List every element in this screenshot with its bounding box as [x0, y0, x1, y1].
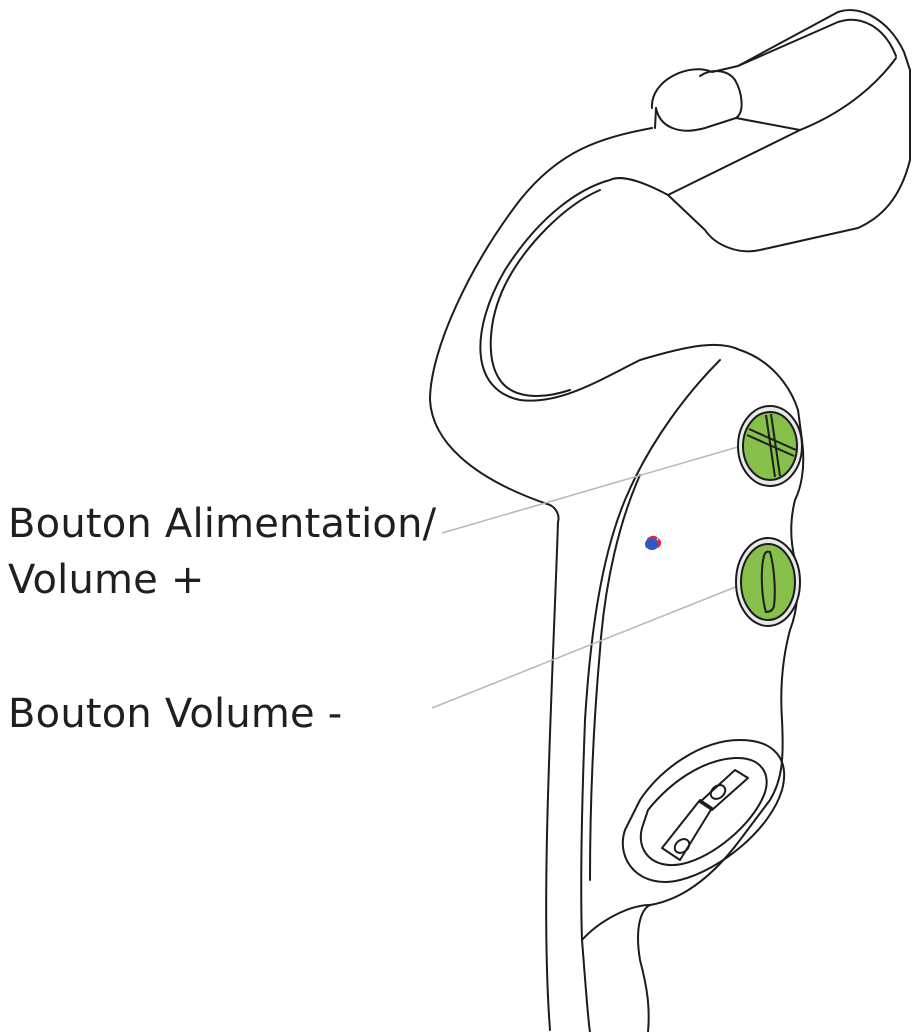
power-volume-up-label: Bouton Alimentation/ Volume +	[8, 496, 436, 608]
power-label-line1: Bouton Alimentation/	[8, 496, 436, 552]
plus-button[interactable]	[738, 406, 802, 486]
volume-down-label: Bouton Volume -	[8, 686, 342, 742]
leader-line-power	[442, 444, 748, 533]
ear-pad	[610, 10, 910, 251]
minus-button[interactable]	[736, 538, 800, 626]
magnetic-charging-port-icon	[623, 740, 784, 882]
led-indicator	[645, 536, 661, 550]
power-label-line2: Volume +	[8, 552, 436, 608]
leader-line-volume-down	[432, 586, 738, 708]
